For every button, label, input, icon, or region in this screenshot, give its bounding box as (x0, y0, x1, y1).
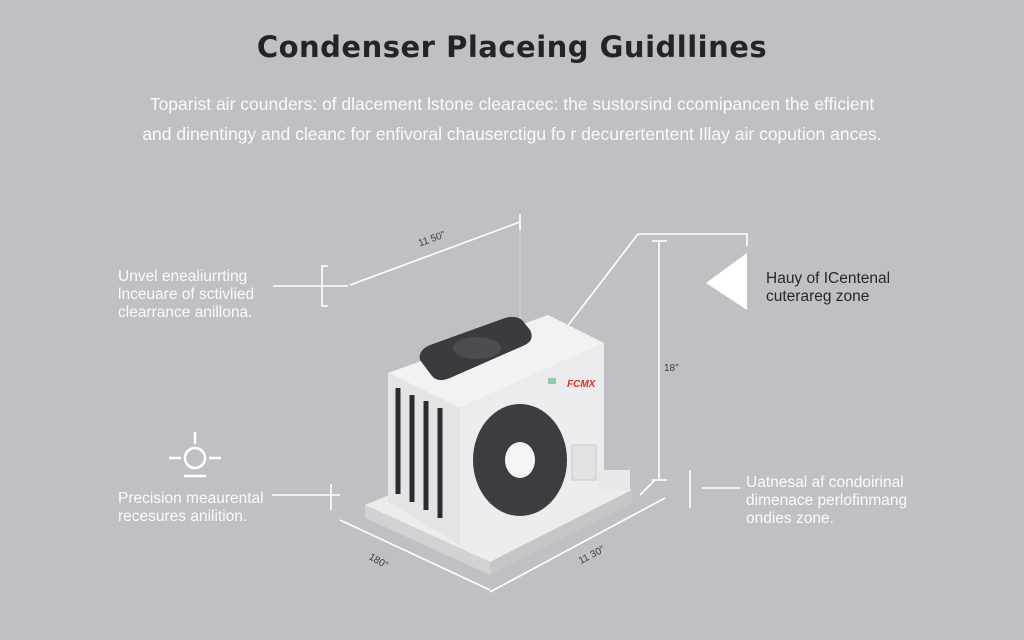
zone-arrow-icon (706, 253, 747, 310)
callout-text: Unvel enealiurrting (118, 268, 248, 285)
callout-text: ondies zone. (746, 510, 834, 527)
callout-top-left: Unvel enealiurrting lnceuare of sctivlie… (118, 268, 254, 322)
page-title: Condenser Placeing Guidllines (256, 30, 768, 64)
callout-text: Precision meaurental (118, 490, 264, 507)
callout-text: dimenace perlofinmang (746, 492, 908, 509)
subtitle-line-2: and dinentingy and cleanc for enfivoral … (142, 124, 882, 144)
callout-top-right: Hauy of ICentenal cuterareg zone (766, 270, 890, 306)
callout-text: lnceuare of sctivlied (118, 286, 255, 303)
condenser-unit: FCMX (388, 315, 630, 545)
side-grille (395, 388, 443, 518)
fan-hub (505, 442, 535, 478)
callout-text: Hauy of ICentenal (766, 270, 891, 287)
dimension-line-width (489, 497, 666, 593)
callout-text: clearrance anillona. (118, 304, 253, 321)
dimension-line-top (349, 221, 521, 286)
callout-text: recesures anilition. (118, 508, 248, 525)
brand-logo: FCMX (567, 379, 597, 390)
target-icon (169, 432, 221, 478)
subtitle-line-1: Toparist air counders: of dlacement lsto… (149, 94, 875, 114)
dimension-label-height: 18" (664, 363, 679, 374)
callout-bottom-left: Precision meaurental recesures anilition… (118, 490, 264, 526)
leader-line (562, 233, 748, 333)
bracket (321, 265, 328, 307)
callout-text: cuterareg zone (766, 288, 870, 305)
callout-bottom-right: Uatnesal af condoirinal dimenace perlofi… (746, 474, 907, 528)
callout-text: Uatnesal af condoirinal (746, 474, 904, 491)
service-valve (598, 470, 630, 490)
dimension-line-depth (339, 519, 491, 591)
